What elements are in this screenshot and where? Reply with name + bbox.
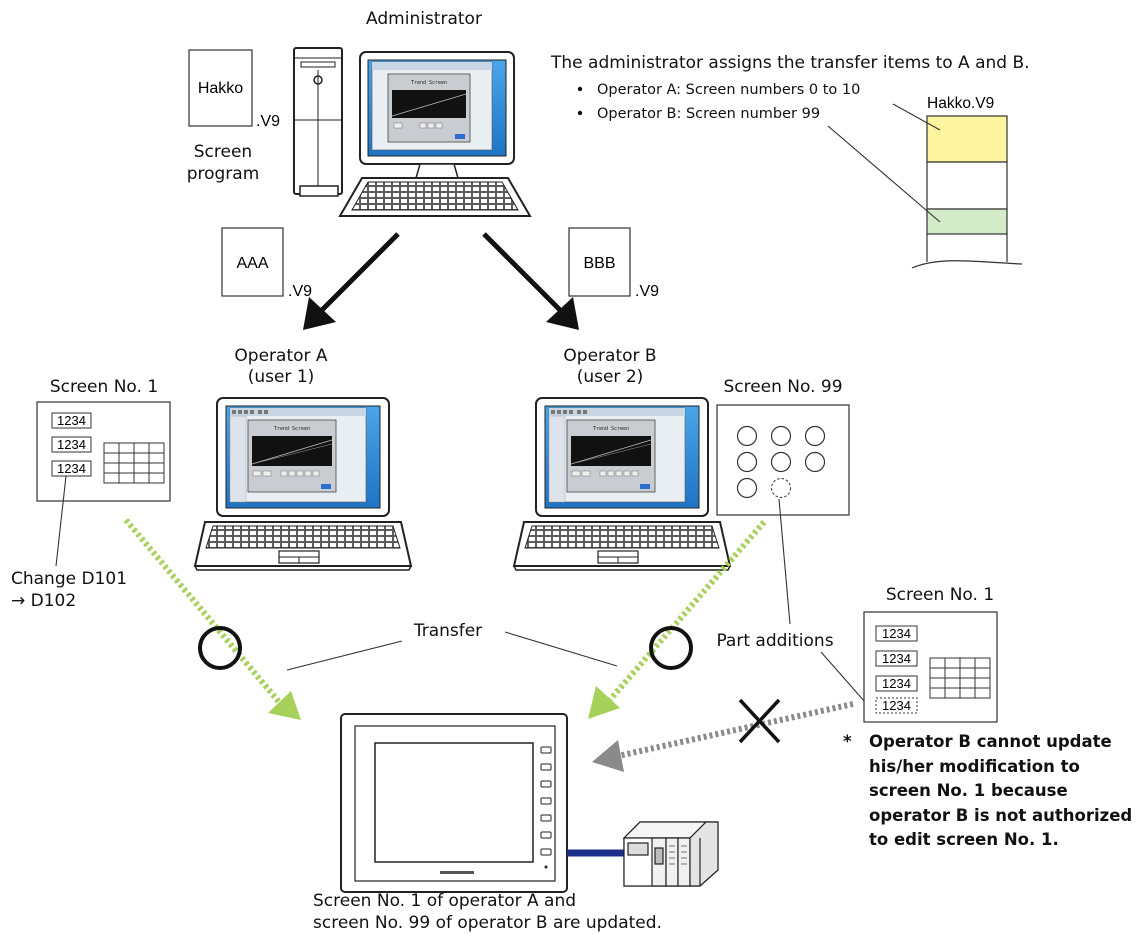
stack-block-operator-b — [926, 208, 1008, 235]
part-additions-label: Part additions — [716, 631, 833, 651]
file-structure-stack — [911, 115, 1023, 269]
allowed-circle-icon-b — [649, 626, 693, 670]
bbb-file-ext: .V9 — [635, 283, 659, 300]
administrator-label: Administrator — [366, 9, 482, 29]
aaa-file-ext: .V9 — [288, 283, 312, 300]
screen-no-99-label: Screen No. 99 — [723, 377, 842, 397]
bbb-file-name: BBB — [583, 255, 615, 272]
table-grid-b — [929, 657, 991, 699]
screen-no-1-a-panel: 1234 1234 1234 — [36, 401, 171, 502]
distribution-arrow-a — [303, 232, 400, 330]
operator-b-user: (user 2) — [577, 367, 644, 387]
field-b-3: 1234 — [882, 676, 911, 691]
denied-x-icon — [738, 698, 781, 744]
screen-no-99-panel — [716, 404, 850, 516]
operator-a-label: Operator A — [234, 346, 327, 366]
allowed-circle-icon-a — [198, 626, 242, 670]
operator-b-label: Operator B — [563, 346, 656, 366]
hmi-touch-panel-icon — [340, 713, 568, 893]
hakko-file-name: Hakko — [198, 80, 243, 97]
table-grid-a — [103, 442, 165, 484]
screen-no-1-b-panel: 1234 1234 1234 1234 — [863, 611, 998, 723]
change-label-1: Change D101 — [11, 569, 127, 589]
hakko-file-icon — [188, 49, 253, 127]
screen-no-1-a-label: Screen No. 1 — [50, 377, 158, 397]
transfer-arrow-b — [588, 520, 767, 719]
bottom-caption-1: Screen No. 1 of operator A and — [313, 891, 576, 911]
transfer-arrow-a — [123, 518, 301, 720]
blocked-transfer-arrow — [592, 701, 854, 772]
transfer-label: Transfer — [413, 621, 482, 641]
operator-a-user: (user 1) — [248, 367, 315, 387]
plc-icon — [622, 821, 719, 887]
field-a-2: 1234 — [57, 437, 86, 452]
distribution-arrow-b — [482, 232, 579, 330]
tower-pc-icon — [293, 47, 343, 197]
note-text: Operator B cannot update his/her modific… — [869, 732, 1133, 849]
added-part-dashed — [771, 478, 791, 498]
note-asterisk: * — [843, 732, 852, 751]
screen-program-label-1: Screen — [194, 142, 252, 162]
hakko-file-ext: .V9 — [256, 113, 280, 130]
stack-block-operator-a — [926, 115, 1008, 163]
bottom-caption-2: screen No. 99 of operator B are updated. — [313, 913, 662, 933]
change-label-2: → D102 — [11, 591, 76, 611]
aaa-file-name: AAA — [236, 255, 268, 272]
screen-program-label-2: program — [187, 164, 260, 184]
field-b-1: 1234 — [882, 626, 911, 641]
operator-a-assignment: Operator A: Screen numbers 0 to 10 — [597, 82, 860, 98]
field-b-2: 1234 — [882, 651, 911, 666]
operator-b-assignment: Operator B: Screen number 99 — [597, 106, 820, 122]
field-a-3: 1234 — [57, 461, 86, 476]
operator-b-laptop-icon — [513, 397, 731, 571]
screen-no-1-b-label: Screen No. 1 — [886, 585, 994, 605]
field-a-1: 1234 — [57, 413, 86, 428]
stack-title: Hakko.V9 — [927, 95, 994, 112]
aaa-file-icon — [221, 227, 284, 297]
operator-a-laptop-icon — [194, 397, 412, 571]
admin-monitor-icon: Trend Screen — [338, 51, 532, 217]
bbb-file-icon — [568, 227, 631, 297]
admin-trend-title: Trend Screen — [411, 80, 447, 86]
field-b-added: 1234 — [882, 698, 911, 713]
admin-note: The administrator assigns the transfer i… — [550, 53, 1030, 73]
